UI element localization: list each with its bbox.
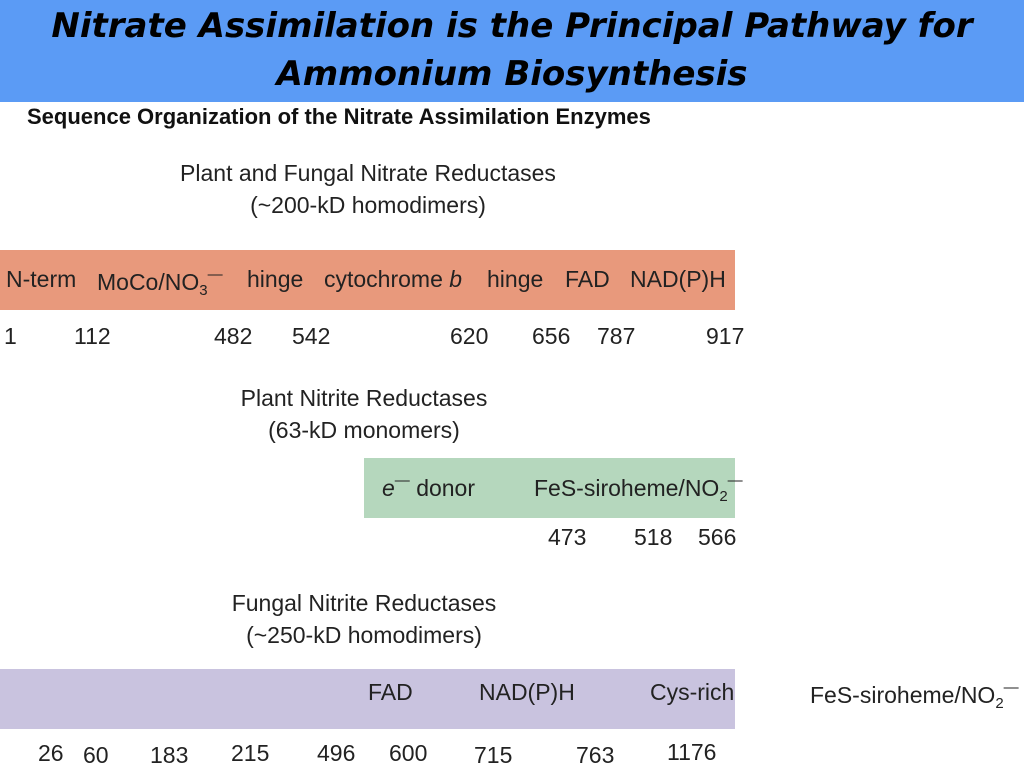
domain-hinge-1: hinge xyxy=(247,266,304,292)
fes-subscript: 2 xyxy=(719,488,728,505)
domain-fad: FAD xyxy=(368,679,413,705)
nr-position: 1 xyxy=(4,323,17,349)
plant-nir-position: 566 xyxy=(698,524,737,550)
fungal-nir-heading-line1: Fungal Nitrite Reductases xyxy=(231,590,497,616)
nr-position: 620 xyxy=(450,323,489,349)
nr-position: 542 xyxy=(292,323,331,349)
electron-superscript: — xyxy=(394,472,410,489)
fungal-nir-position: 26 xyxy=(38,740,64,766)
fungal-nir-position: 215 xyxy=(231,740,270,766)
nr-position: 917 xyxy=(706,323,745,349)
nitrate-reductase-heading-line1: Plant and Fungal Nitrate Reductases xyxy=(180,160,556,186)
domain-nadph: NAD(P)H xyxy=(479,679,575,705)
nr-position: 656 xyxy=(532,323,571,349)
fes-text: FeS-siroheme/NO xyxy=(810,682,996,708)
domain-nterm: N-term xyxy=(6,266,77,292)
plant-nitrite-reductase-heading: Plant Nitrite Reductases (63-kD monomers… xyxy=(214,382,514,446)
fungal-nir-position: 600 xyxy=(389,740,428,766)
domain-hinge-2: hinge xyxy=(487,266,544,292)
domain-fes-siroheme: FeS-siroheme/NO2— xyxy=(810,679,1019,712)
fes-superscript: — xyxy=(1003,679,1019,696)
fungal-nitrite-reductase-bar xyxy=(0,669,735,729)
fungal-nir-position: 1176 xyxy=(667,739,717,765)
nitrate-reductase-bar xyxy=(0,250,735,310)
domain-nadph: NAD(P)H xyxy=(630,266,726,292)
nitrate-reductase-heading-line2: (~200-kD homodimers) xyxy=(250,192,486,218)
nitrate-reductase-heading: Plant and Fungal Nitrate Reductases (~20… xyxy=(130,157,606,221)
plant-nir-position: 518 xyxy=(634,524,673,550)
nr-position: 482 xyxy=(214,323,253,349)
electron-symbol: e xyxy=(382,475,395,501)
fungal-nir-position: 763 xyxy=(576,742,615,768)
fungal-nir-position: 715 xyxy=(474,742,513,768)
plant-nir-position: 473 xyxy=(548,524,587,550)
domain-cys-rich: Cys-rich xyxy=(650,679,735,705)
domain-electron-donor: e— donor xyxy=(382,472,475,502)
slide-subtitle: Sequence Organization of the Nitrate Ass… xyxy=(27,104,651,129)
donor-text: donor xyxy=(416,475,476,501)
domain-fes-siroheme: FeS-siroheme/NO2— xyxy=(534,472,743,505)
slide-title-line2: Ammonium Biosynthesis xyxy=(276,54,748,94)
title-banner xyxy=(0,0,1024,102)
fungal-nir-position: 183 xyxy=(150,742,189,768)
slide-title: Nitrate Assimilation is the Principal Pa… xyxy=(0,2,1024,98)
fes-text: FeS-siroheme/NO xyxy=(534,475,720,501)
domain-cytochrome-b: cytochrome b xyxy=(324,266,462,293)
domain-cytochrome-text: cytochrome xyxy=(324,266,443,292)
domain-moco-subscript: 3 xyxy=(199,282,208,299)
domain-moco: MoCo/NO3— xyxy=(97,266,223,299)
plant-nir-heading-line1: Plant Nitrite Reductases xyxy=(240,385,488,411)
nr-position: 112 xyxy=(74,323,111,349)
domain-fad: FAD xyxy=(565,266,610,292)
domain-moco-text: MoCo/NO xyxy=(97,269,200,295)
fes-superscript: — xyxy=(727,472,743,489)
fungal-nir-heading-line2: (~250-kD homodimers) xyxy=(246,622,482,648)
fungal-nir-position: 496 xyxy=(317,740,356,766)
slide-title-line1: Nitrate Assimilation is the Principal Pa… xyxy=(51,6,973,46)
fes-subscript: 2 xyxy=(995,695,1004,712)
plant-nitrite-reductase-bar xyxy=(364,458,735,518)
domain-moco-superscript: — xyxy=(207,266,223,283)
domain-cytochrome-b-letter: b xyxy=(449,266,463,292)
fungal-nitrite-reductase-heading: Fungal Nitrite Reductases (~250-kD homod… xyxy=(204,587,524,651)
nr-position: 787 xyxy=(597,323,636,349)
plant-nir-heading-line2: (63-kD monomers) xyxy=(268,417,460,443)
fungal-nir-position: 60 xyxy=(83,742,109,768)
